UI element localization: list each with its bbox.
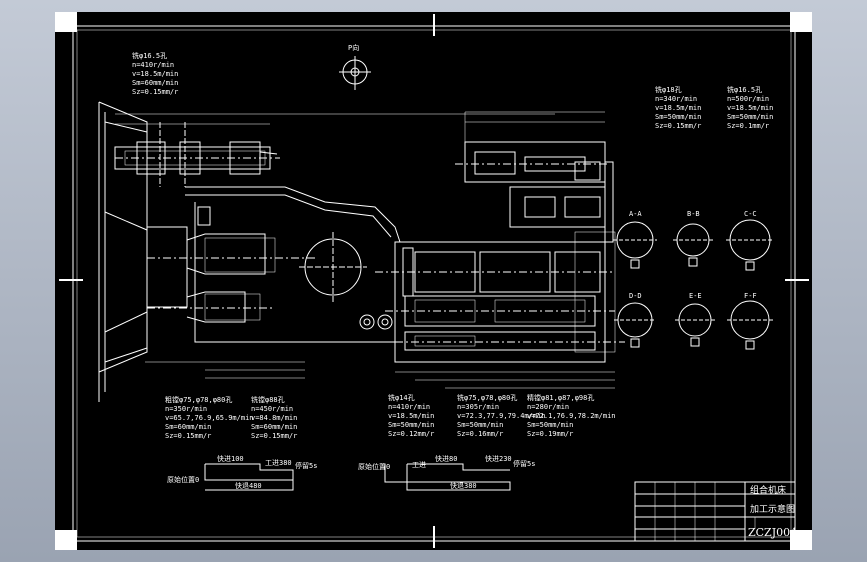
cycle-label: 快退380 bbox=[450, 481, 477, 490]
station-line: v=18.5m/min bbox=[388, 412, 434, 420]
station-line: v=18.5m/min bbox=[655, 104, 701, 112]
title-name-1: 组合机床 bbox=[750, 484, 786, 496]
section-label: C-C bbox=[744, 210, 757, 218]
station-line: Sz=0.15mm/r bbox=[251, 432, 297, 440]
cycle-diagram-right bbox=[384, 463, 511, 491]
station-bottom-2: 铣镗φ88孔 n=450r/min v=84.8m/min Sm=60mm/mi… bbox=[251, 395, 297, 440]
upper-right-unit bbox=[455, 111, 614, 243]
station-line: Sm=60mm/min bbox=[165, 423, 211, 431]
workpiece bbox=[185, 186, 401, 343]
p-view-detail bbox=[339, 56, 371, 90]
station-bottom-5: 精镗φ81,φ87,φ98孔 n=280r/min v=72.1,76.9,78… bbox=[527, 393, 616, 438]
station-top-left: 铣φ16.5孔 n=410r/min v=18.5m/min Sm=60mm/m… bbox=[132, 51, 178, 96]
station-line: 铣φ16.5孔 bbox=[132, 51, 167, 60]
station-line: v=72.1,76.9,78.2m/min bbox=[527, 412, 616, 420]
cycle-label: 快进80 bbox=[435, 454, 457, 463]
section-label: D-D bbox=[629, 292, 642, 300]
centering-marks bbox=[59, 14, 809, 548]
right-spindle-box bbox=[375, 231, 625, 389]
station-line: Sz=0.15mm/r bbox=[165, 432, 211, 440]
station-line: 精镗φ81,φ87,φ98孔 bbox=[527, 393, 594, 402]
cycle-label: 停留5s bbox=[513, 459, 535, 468]
cycle-diagram-left bbox=[204, 463, 294, 491]
cycle-label: 快进100 bbox=[217, 454, 244, 463]
station-line: v=18.5m/min bbox=[132, 70, 178, 78]
station-line: n=500r/min bbox=[727, 95, 769, 103]
station-line: v=84.8m/min bbox=[251, 414, 297, 422]
station-line: n=410r/min bbox=[388, 403, 430, 411]
title-block bbox=[634, 481, 796, 542]
station-line: n=305r/min bbox=[457, 403, 499, 411]
upper-left-spindle bbox=[114, 122, 280, 187]
station-line: Sz=0.1mm/r bbox=[727, 122, 769, 130]
station-line: 粗镗φ75,φ78,φ80孔 bbox=[165, 395, 232, 404]
section-label: F-F bbox=[744, 292, 757, 300]
station-line: n=280r/min bbox=[527, 403, 569, 411]
station-line: 铣φ75,φ78,φ80孔 bbox=[457, 393, 517, 402]
station-line: v=18.5m/min bbox=[727, 104, 773, 112]
section-label: B-B bbox=[687, 210, 700, 218]
station-line: Sz=0.12mm/r bbox=[388, 430, 434, 438]
station-bottom-3: 铣φ14孔 n=410r/min v=18.5m/min Sm=50mm/min… bbox=[388, 393, 434, 438]
station-top-right-b: 铣φ16.5孔 n=500r/min v=18.5m/min Sm=50mm/m… bbox=[727, 85, 773, 130]
section-label: E-E bbox=[689, 292, 702, 300]
station-line: Sm=50mm/min bbox=[457, 421, 503, 429]
cycle-label: 快退480 bbox=[235, 481, 262, 490]
cycle-label: 快进230 bbox=[485, 454, 512, 463]
station-line: Sm=50mm/min bbox=[727, 113, 773, 121]
cycle-label: 工进380 bbox=[265, 459, 292, 467]
cycle-right-labels: 原始位置0 快进80 快进230 停留5s 工进 快退380 bbox=[358, 454, 535, 490]
title-name-2: 加工示意图 bbox=[750, 503, 795, 515]
station-line: Sz=0.15mm/r bbox=[655, 122, 701, 130]
station-line: Sm=50mm/min bbox=[655, 113, 701, 121]
drawing-sheet: P向 A-A B-B C-C D-D E-E F-F 铣φ16.5孔 n=410… bbox=[55, 12, 812, 550]
station-bottom-4: 铣φ75,φ78,φ80孔 n=305r/min v=72.3,77.9,79.… bbox=[457, 393, 546, 438]
station-bottom-1: 粗镗φ75,φ78,φ80孔 n=350r/min v=65.7,76.9,65… bbox=[165, 395, 254, 440]
corner-marks bbox=[55, 12, 812, 550]
station-line: Sz=0.15mm/r bbox=[132, 88, 178, 96]
station-line: n=340r/min bbox=[655, 95, 697, 103]
section-views bbox=[613, 219, 774, 350]
drawing-canvas: P向 A-A B-B C-C D-D E-E F-F 铣φ16.5孔 n=410… bbox=[55, 12, 812, 550]
station-line: 铣φ14孔 bbox=[388, 393, 415, 402]
station-line: 铣φ16.5孔 bbox=[727, 85, 762, 94]
station-line: 铣镗φ88孔 bbox=[251, 395, 285, 404]
station-line: Sm=60mm/min bbox=[132, 79, 178, 87]
station-line: Sz=0.16mm/r bbox=[457, 430, 503, 438]
cycle-label: 停留5s bbox=[295, 461, 317, 470]
cycle-left-labels: 快进100 工进380 停留5s 原始位置0 快退480 bbox=[167, 454, 317, 490]
cycle-label: 原始位置0 bbox=[167, 475, 199, 484]
cycle-label: 工进 bbox=[412, 461, 426, 469]
section-label: A-A bbox=[629, 210, 642, 218]
section-label-row: A-A B-B C-C D-D E-E F-F bbox=[629, 210, 757, 300]
station-line: Sm=50mm/min bbox=[388, 421, 434, 429]
station-top-right-a: 铣φ18孔 n=340r/min v=18.5m/min Sm=50mm/min… bbox=[655, 85, 701, 130]
station-line: n=350r/min bbox=[165, 405, 207, 413]
left-boring-spindle bbox=[145, 226, 315, 379]
station-line: Sm=60mm/min bbox=[251, 423, 297, 431]
station-line: v=65.7,76.9,65.9m/min bbox=[165, 414, 254, 422]
station-line: Sm=50mm/min bbox=[527, 421, 573, 429]
station-line: n=410r/min bbox=[132, 61, 174, 69]
station-line: 铣φ18孔 bbox=[655, 85, 682, 94]
drawing-code: ZCZJ004 bbox=[748, 526, 797, 539]
p-view-label: P向 bbox=[348, 43, 359, 52]
cycle-label: 原始位置0 bbox=[358, 462, 390, 471]
station-line: n=450r/min bbox=[251, 405, 293, 413]
station-line: v=72.3,77.9,79.4m/min bbox=[457, 412, 546, 420]
station-line: Sz=0.19mm/r bbox=[527, 430, 573, 438]
